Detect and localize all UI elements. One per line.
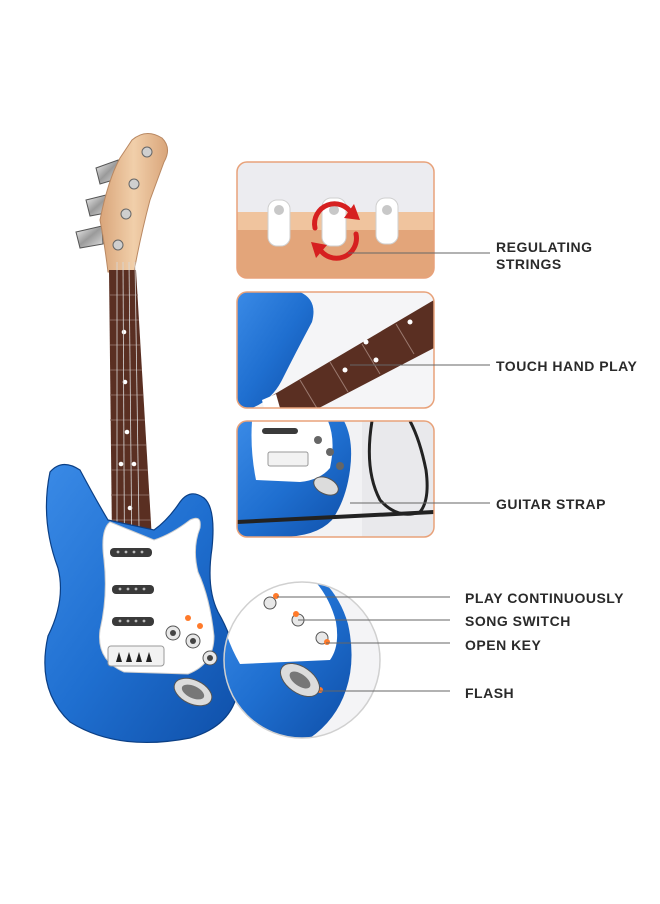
label-touch-hand-play: TOUCH HAND PLAY [496,358,638,374]
headstock [99,133,168,273]
callout-controls [223,581,381,739]
flash-light [173,677,213,707]
rotate-arrows-icon [312,201,359,261]
guitar [44,133,239,744]
bridge [107,645,165,667]
label-song-switch: SONG SWITCH [465,613,571,629]
label-flash: FLASH [465,685,515,701]
label-regulating-strings: REGULATING STRINGS [496,239,593,272]
callout-regulating-strings [236,161,435,279]
pickguard [99,517,215,675]
label-play-continuously: PLAY CONTINUOUSLY [465,590,624,606]
label-open-key: OPEN KEY [465,637,542,653]
callout-touch-hand-play [236,291,435,409]
callout-guitar-strap [236,420,435,538]
pickups [110,548,154,626]
leader-lines [277,252,490,692]
label-guitar-strap: GUITAR STRAP [496,496,606,512]
control-knobs [165,615,218,666]
